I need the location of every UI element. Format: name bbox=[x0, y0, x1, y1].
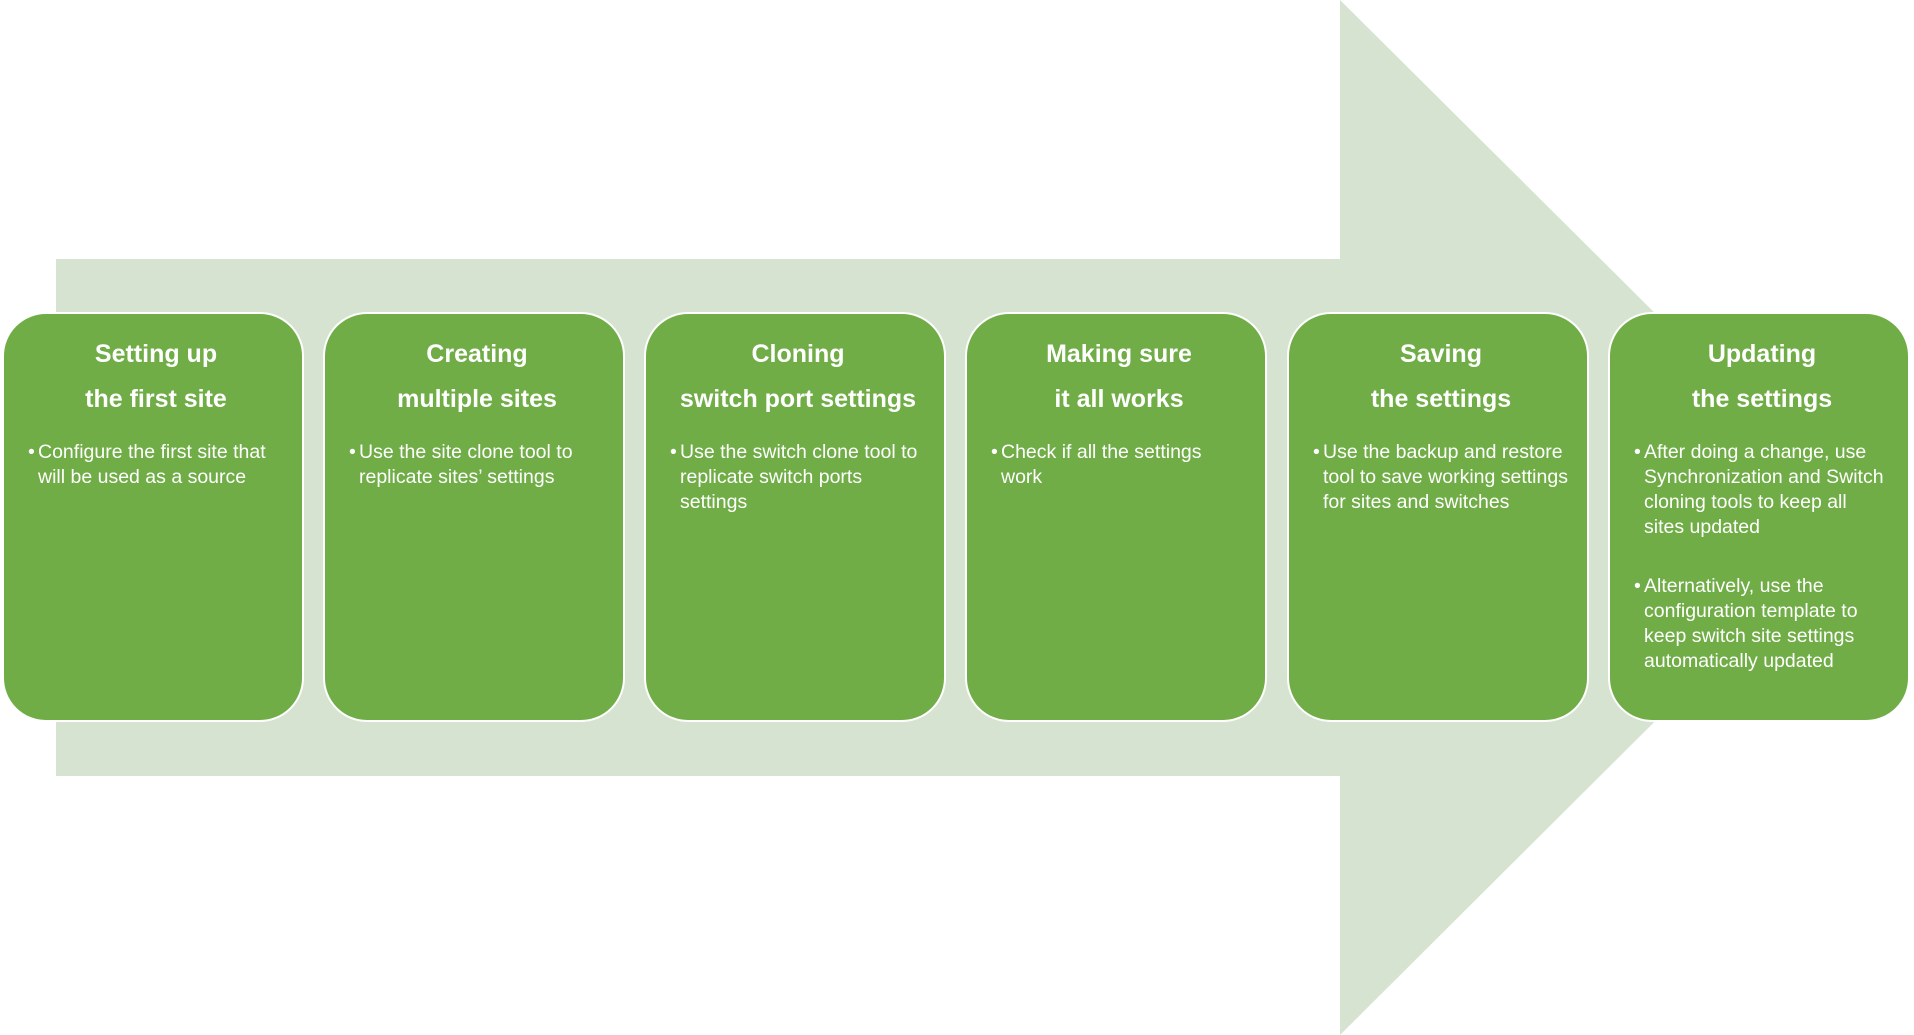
step-title-line: the settings bbox=[1370, 385, 1512, 413]
step-title: Updating the settings bbox=[1634, 332, 1890, 422]
step-title-line: Making sure bbox=[1046, 340, 1192, 368]
step-saving-settings: Saving the settings Use the backup and r… bbox=[1287, 312, 1589, 722]
step-title: Making sure it all works bbox=[991, 332, 1247, 422]
step-bullets: Use the backup and restore tool to save … bbox=[1313, 440, 1569, 515]
step-bullet: Use the site clone tool to replicate sit… bbox=[349, 440, 605, 490]
step-cloning-switch-port-settings: Cloning switch port settings Use the swi… bbox=[644, 312, 946, 722]
step-title-line: switch port settings bbox=[679, 385, 917, 413]
step-bullet: Configure the first site that will be us… bbox=[28, 440, 284, 490]
step-bullets: Check if all the settings work bbox=[991, 440, 1247, 490]
step-title-line: Creating bbox=[426, 340, 528, 368]
step-title-line: Saving bbox=[1400, 340, 1482, 368]
step-title: Creating multiple sites bbox=[349, 332, 605, 422]
step-bullet: Alternatively, use the configuration tem… bbox=[1634, 574, 1890, 674]
step-bullet: Use the backup and restore tool to save … bbox=[1313, 440, 1569, 515]
step-bullets: Use the site clone tool to replicate sit… bbox=[349, 440, 605, 490]
step-title: Setting up the first site bbox=[28, 332, 284, 422]
step-making-sure-it-works: Making sure it all works Check if all th… bbox=[965, 312, 1267, 722]
step-updating-settings: Updating the settings After doing a chan… bbox=[1608, 312, 1910, 722]
step-bullet: Use the switch clone tool to replicate s… bbox=[670, 440, 926, 515]
step-title-line: the settings bbox=[1691, 385, 1833, 413]
step-bullets: After doing a change, use Synchronizatio… bbox=[1634, 440, 1890, 674]
step-bullet: Check if all the settings work bbox=[991, 440, 1247, 490]
step-setting-up-first-site: Setting up the first site Configure the … bbox=[2, 312, 304, 722]
step-title-line: Updating bbox=[1707, 340, 1817, 368]
step-title-line: Cloning bbox=[751, 340, 845, 368]
step-bullets: Configure the first site that will be us… bbox=[28, 440, 284, 490]
step-bullets: Use the switch clone tool to replicate s… bbox=[670, 440, 926, 515]
arrow-shape bbox=[56, 0, 1860, 1035]
step-bullet: After doing a change, use Synchronizatio… bbox=[1634, 440, 1890, 540]
step-title-line: multiple sites bbox=[397, 385, 557, 413]
step-creating-multiple-sites: Creating multiple sites Use the site clo… bbox=[323, 312, 625, 722]
step-title-line: the first site bbox=[85, 385, 227, 413]
step-title-line: Setting up bbox=[94, 340, 218, 368]
step-title: Cloning switch port settings bbox=[670, 332, 926, 422]
step-title: Saving the settings bbox=[1313, 332, 1569, 422]
step-title-line: it all works bbox=[1054, 385, 1184, 413]
